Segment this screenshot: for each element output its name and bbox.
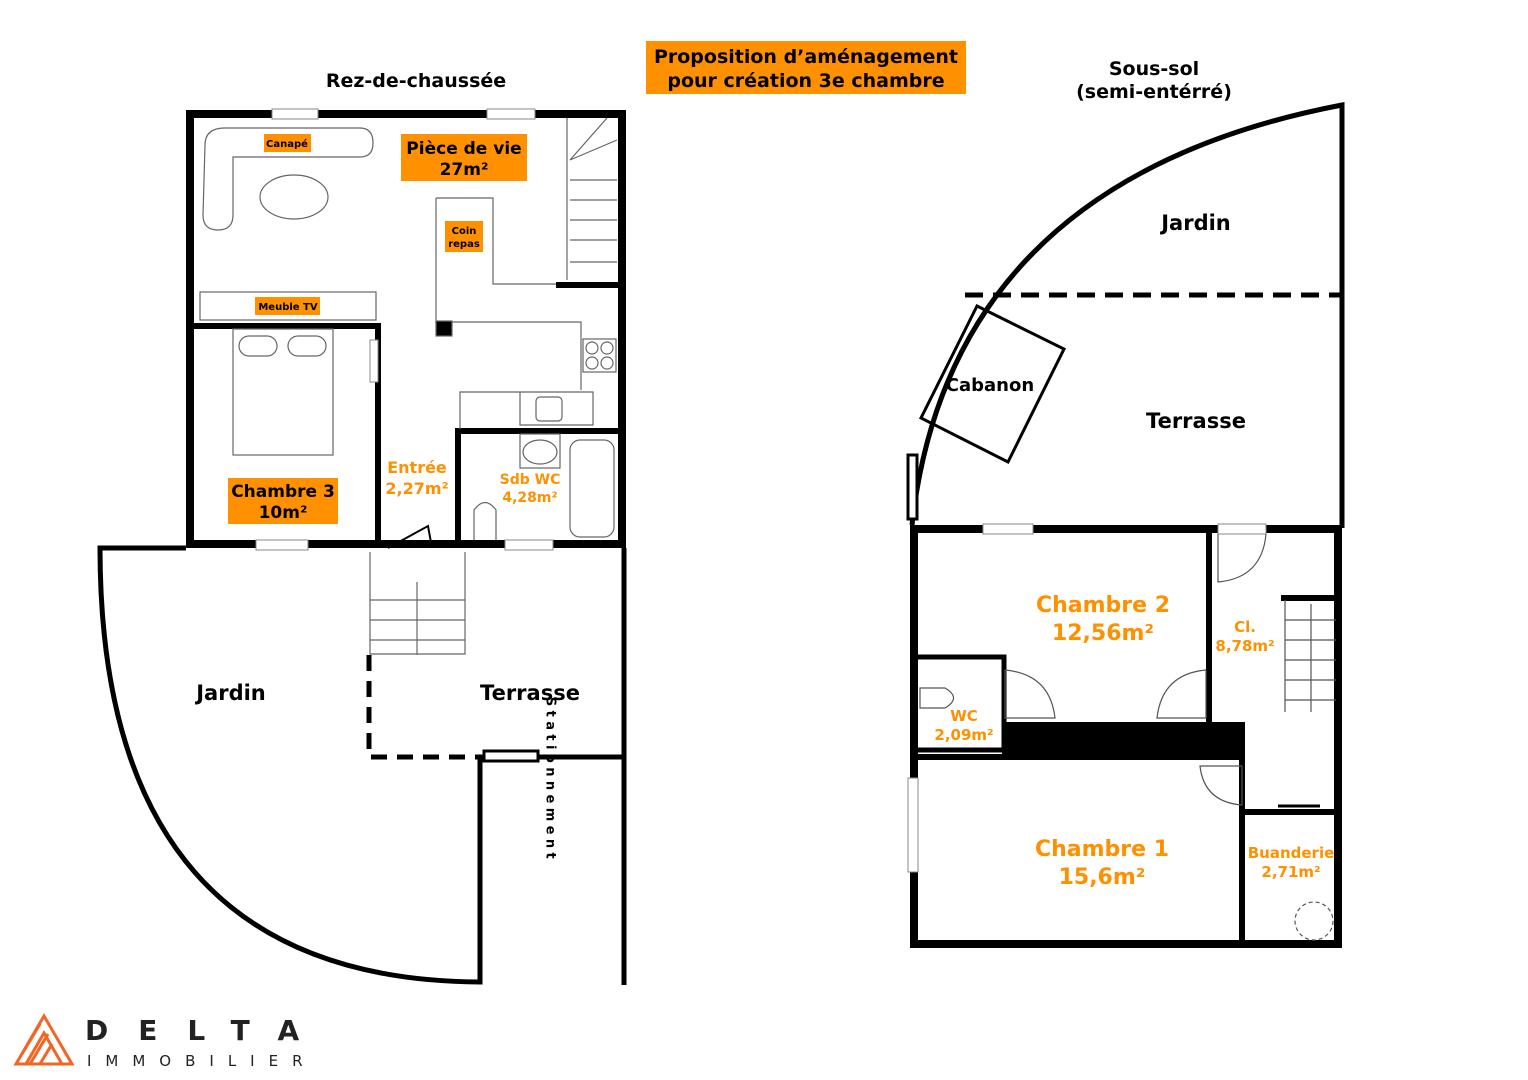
title-line2: pour création 3e chambre — [667, 70, 944, 92]
buanderie-area: 2,71m² — [1261, 863, 1320, 881]
tv-unit — [199, 291, 377, 321]
ground-terrasse-label: Terrasse — [480, 681, 580, 705]
chambre3-wall — [190, 323, 381, 548]
chambre3-name: Chambre 3 — [231, 482, 335, 502]
delta-logo: DELTA IMMOBILIER — [13, 1013, 329, 1070]
delta-logo-icon — [13, 1013, 75, 1066]
bathtub — [569, 439, 615, 538]
piece-de-vie-name: Pièce de vie — [406, 139, 521, 159]
ground-floor-heading: Rez-de-chaussée — [326, 70, 506, 92]
meuble-tv-label: Meuble TV — [258, 302, 318, 313]
title-box — [646, 41, 966, 94]
entree-name: Entrée — [387, 458, 447, 477]
basement-heading1: Sous-sol — [1109, 58, 1199, 80]
furniture — [199, 117, 618, 655]
sdb-area: 4,28m² — [502, 490, 557, 506]
chambre1-area: 15,6m² — [1059, 865, 1146, 890]
logo-brand: DELTA — [85, 1014, 329, 1047]
chambre2-area: 12,56m² — [1052, 621, 1154, 646]
basement-outer-wall — [910, 525, 1342, 948]
chambre2-name: Chambre 2 — [1036, 593, 1170, 618]
coffee-table — [259, 174, 329, 220]
cabanon-shape — [918, 303, 1067, 465]
basement-garden-boundary — [909, 101, 1345, 528]
bed — [232, 328, 334, 456]
basement-heading2: (semi-entérré) — [1076, 81, 1232, 103]
basement-terrasse-label: Terrasse — [1146, 409, 1246, 433]
chambre1-name: Chambre 1 — [1035, 837, 1169, 862]
ground-jardin-label: Jardin — [194, 681, 266, 705]
structural-block — [1002, 722, 1245, 757]
stationnement-label: Stationnement — [543, 697, 558, 863]
ground-floor-plan: Rez-de-chaussée Canapé — [97, 70, 627, 985]
sofa — [202, 127, 374, 231]
coin-repas-line1: Coin — [452, 226, 477, 237]
sdb-name: Sdb WC — [500, 472, 561, 488]
terrasse-dashed-line — [366, 655, 480, 760]
cl-name: Cl. — [1234, 618, 1256, 636]
buanderie-name: Buanderie — [1248, 844, 1335, 862]
piece-de-vie-area: 27m² — [440, 160, 489, 180]
coin-repas-line2: repas — [448, 239, 480, 250]
dining-counter — [435, 197, 582, 390]
basement-jardin-label: Jardin — [1159, 211, 1231, 235]
garden-boundary — [97, 545, 627, 985]
wc-area: 2,09m² — [934, 726, 993, 744]
entree-area: 2,27m² — [385, 479, 448, 498]
cl-area: 8,78m² — [1215, 637, 1274, 655]
basement-plan: Sous-sol (semi-entérré) Jardin Terrasse … — [906, 58, 1345, 948]
canape-label: Canapé — [266, 138, 308, 150]
wc-name: WC — [950, 707, 978, 725]
logo-sub: IMMOBILIER — [87, 1052, 317, 1070]
cabanon-label: Cabanon — [946, 375, 1034, 396]
chambre3-area: 10m² — [259, 503, 308, 523]
title-line1: Proposition d’aménagement — [654, 46, 958, 68]
sdb-wall — [455, 428, 622, 548]
